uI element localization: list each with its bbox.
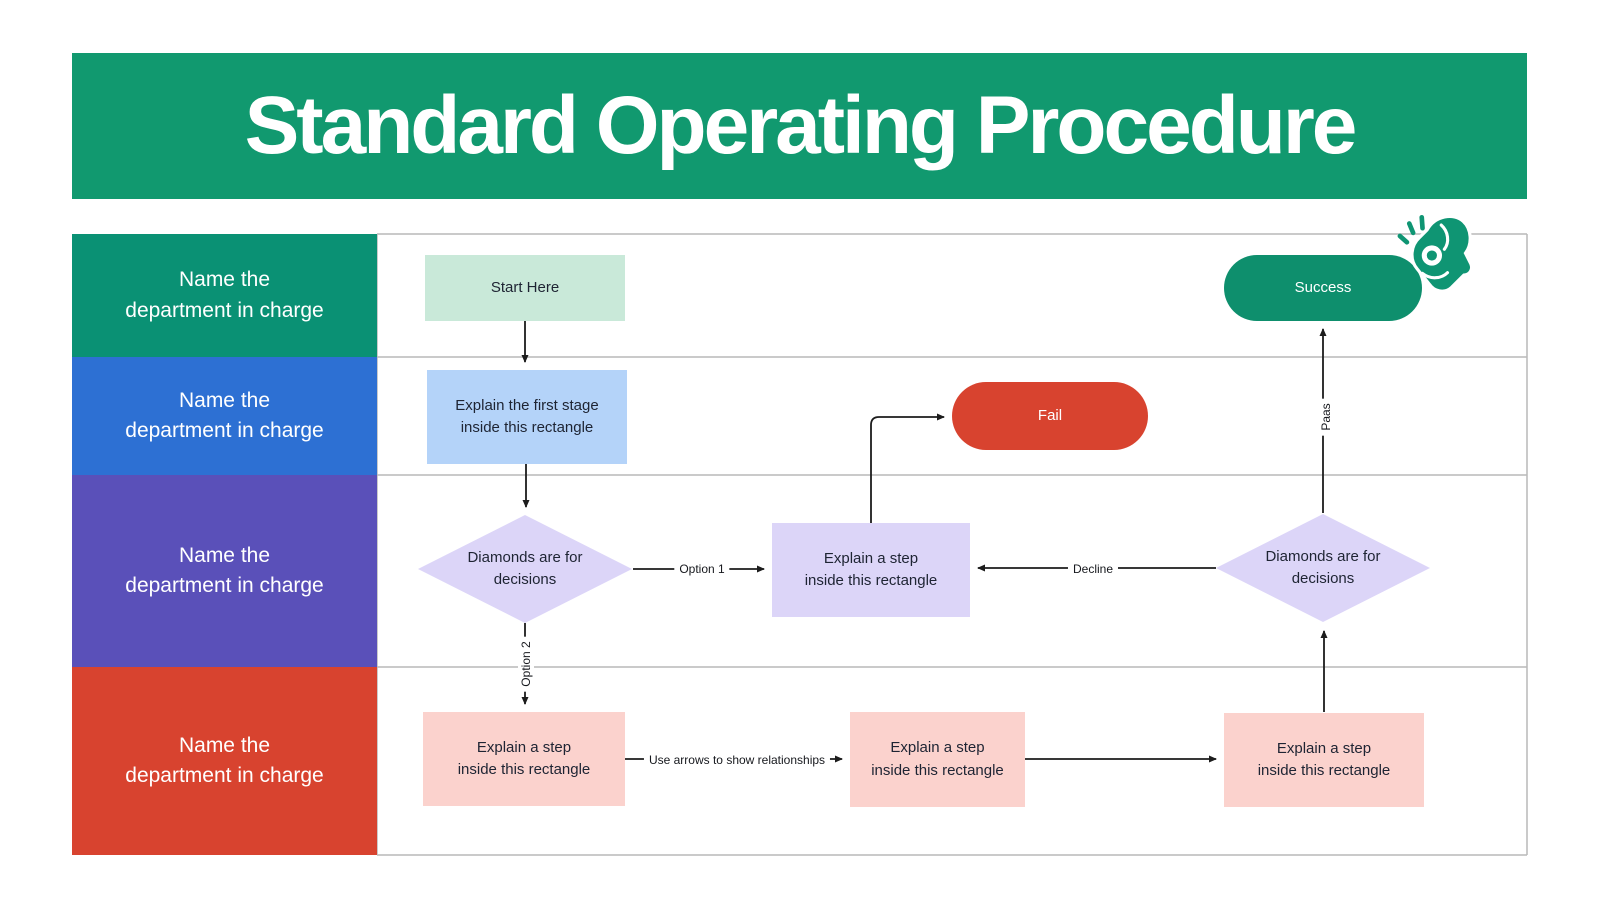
arrow-step-to-fail (870, 413, 945, 523)
edge-label-decline[interactable]: Decline (1067, 561, 1119, 577)
edge-label-relationships[interactable]: Use arrows to show relationships (643, 752, 831, 768)
header-banner: Standard Operating Procedure (72, 53, 1527, 199)
page-title[interactable]: Standard Operating Procedure (244, 80, 1358, 171)
node-first-stage[interactable]: Explain the first stage inside this rect… (427, 370, 627, 464)
diamond-shape (1216, 514, 1430, 622)
node-start[interactable]: Start Here (425, 255, 625, 321)
lane-label-2[interactable]: Name the department in charge (72, 357, 377, 475)
edge-label-option-2[interactable]: Option 2 (518, 636, 534, 692)
node-step-bottom-1[interactable]: Explain a step inside this rectangle (423, 712, 625, 806)
node-decision-right-label: Diamonds are for decisions (1265, 547, 1381, 588)
node-success[interactable]: Success (1224, 255, 1422, 321)
node-decision-left-label: Diamonds are for decisions (467, 548, 583, 589)
edge-label-pass[interactable]: Paas (1318, 398, 1334, 436)
edge-label-option-1[interactable]: Option 1 (674, 561, 730, 577)
diamond-shape (418, 515, 632, 623)
node-step-middle[interactable]: Explain a step inside this rectangle (772, 523, 970, 617)
node-decision-right[interactable]: Diamonds are for decisions (1216, 514, 1430, 622)
lane-label-1[interactable]: Name the department in charge (72, 234, 377, 357)
node-decision-left[interactable]: Diamonds are for decisions (418, 515, 632, 623)
node-step-bottom-2[interactable]: Explain a step inside this rectangle (850, 712, 1025, 807)
lane-label-4[interactable]: Name the department in charge (72, 667, 377, 855)
node-fail[interactable]: Fail (952, 382, 1148, 450)
ok-hand-icon (1397, 214, 1474, 293)
node-step-bottom-3[interactable]: Explain a step inside this rectangle (1224, 713, 1424, 807)
lane-label-3[interactable]: Name the department in charge (72, 475, 377, 667)
